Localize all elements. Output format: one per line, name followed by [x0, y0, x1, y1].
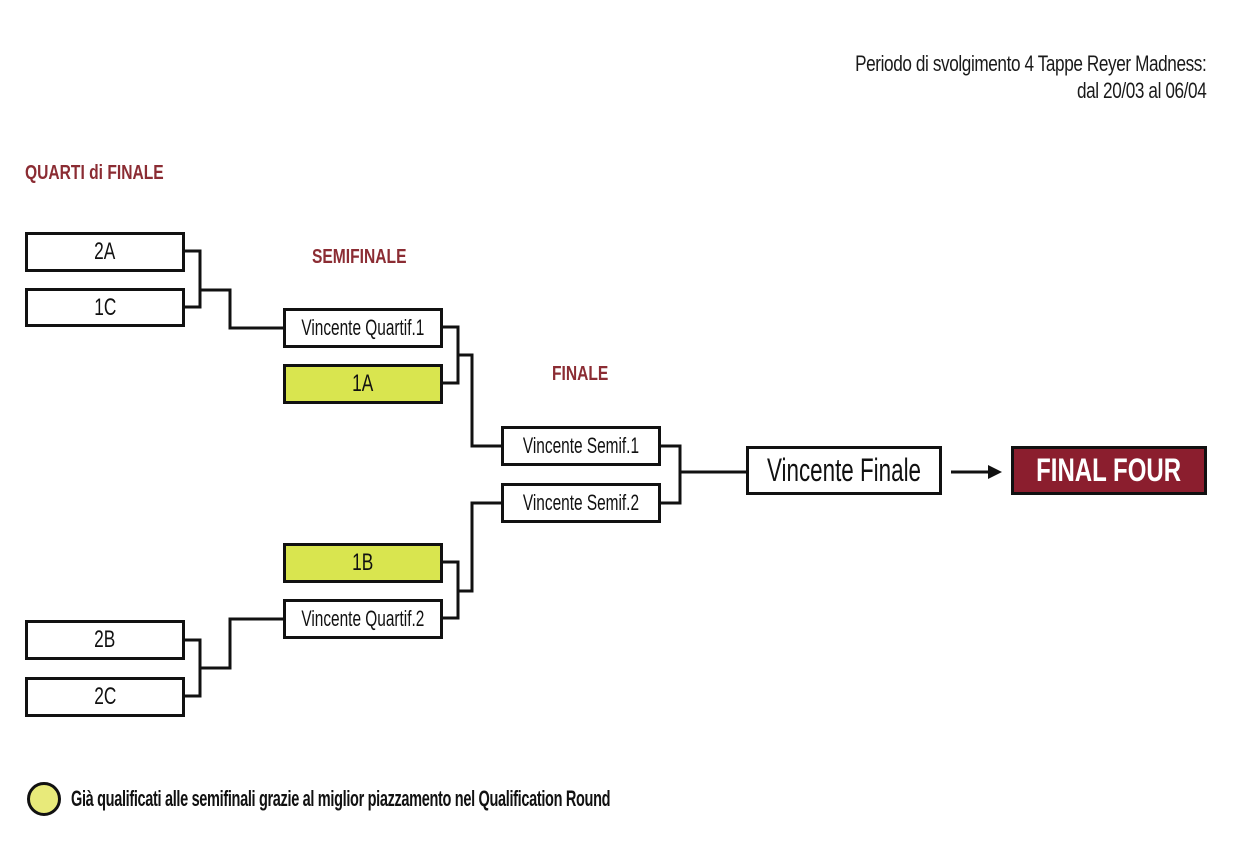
connector-q2	[185, 638, 202, 698]
connector-s1	[443, 325, 460, 385]
arrow-head-icon	[988, 465, 1002, 479]
team-label: 2B	[94, 626, 116, 653]
connector-q1-out	[200, 288, 283, 330]
bracket-slot-winner-quarter-2: Vincente Quartif.2	[283, 599, 443, 639]
connector-q2-out	[200, 617, 283, 670]
team-label: Vincente Finale	[767, 452, 921, 488]
bracket-slot-winner-semi-2: Vincente Semif.2	[501, 483, 661, 523]
period-info: Periodo di svolgimento 4 Tappe Reyer Mad…	[756, 50, 1207, 104]
team-label: 1B	[352, 549, 374, 576]
connector-s1-out	[458, 353, 501, 448]
legend: Già qualificati alle semifinali grazie a…	[27, 782, 888, 816]
team-label: 2A	[94, 238, 116, 265]
period-line-1: Periodo di svolgimento 4 Tappe Reyer Mad…	[854, 51, 1207, 76]
connector-final	[661, 444, 682, 505]
bracket-slot-2c: 2C	[25, 677, 185, 717]
connector-q1	[185, 249, 202, 309]
team-label: Vincente Semif.2	[522, 490, 640, 515]
stage-label-final: FINALE	[552, 363, 609, 385]
stage-label-semis: SEMIFINALE	[312, 246, 407, 268]
bracket-slot-1c: 1C	[25, 288, 185, 327]
team-label: 2C	[93, 683, 117, 710]
team-label: 1A	[352, 370, 374, 397]
connector-s2-out	[458, 501, 501, 593]
stage-label-quarters: QUARTI di FINALE	[25, 162, 164, 184]
bracket-slot-2b: 2B	[25, 620, 185, 660]
legend-text: Già qualificati alle semifinali grazie a…	[71, 786, 611, 811]
final-four-badge: FINAL FOUR	[1011, 446, 1207, 495]
final-four-label: FINAL FOUR	[1036, 452, 1182, 488]
bracket-slot-1b: 1B	[283, 543, 443, 583]
bracket-slot-winner-quarter-1: Vincente Quartif.1	[283, 308, 443, 348]
team-label: 1C	[93, 293, 117, 321]
connector-s2	[443, 560, 460, 620]
bracket-slot-winner-semi-1: Vincente Semif.1	[501, 426, 661, 466]
bracket-slot-2a: 2A	[25, 232, 185, 272]
period-line-2: dal 20/03 al 06/04	[1076, 78, 1207, 103]
team-label: Vincente Semif.1	[522, 433, 640, 458]
yellow-circle-icon	[27, 782, 61, 816]
team-label: Vincente Quartif.1	[301, 315, 425, 340]
bracket-slot-final-winner: Vincente Finale	[746, 446, 942, 495]
team-label: Vincente Quartif.2	[301, 606, 425, 631]
bracket-slot-1a: 1A	[283, 364, 443, 404]
